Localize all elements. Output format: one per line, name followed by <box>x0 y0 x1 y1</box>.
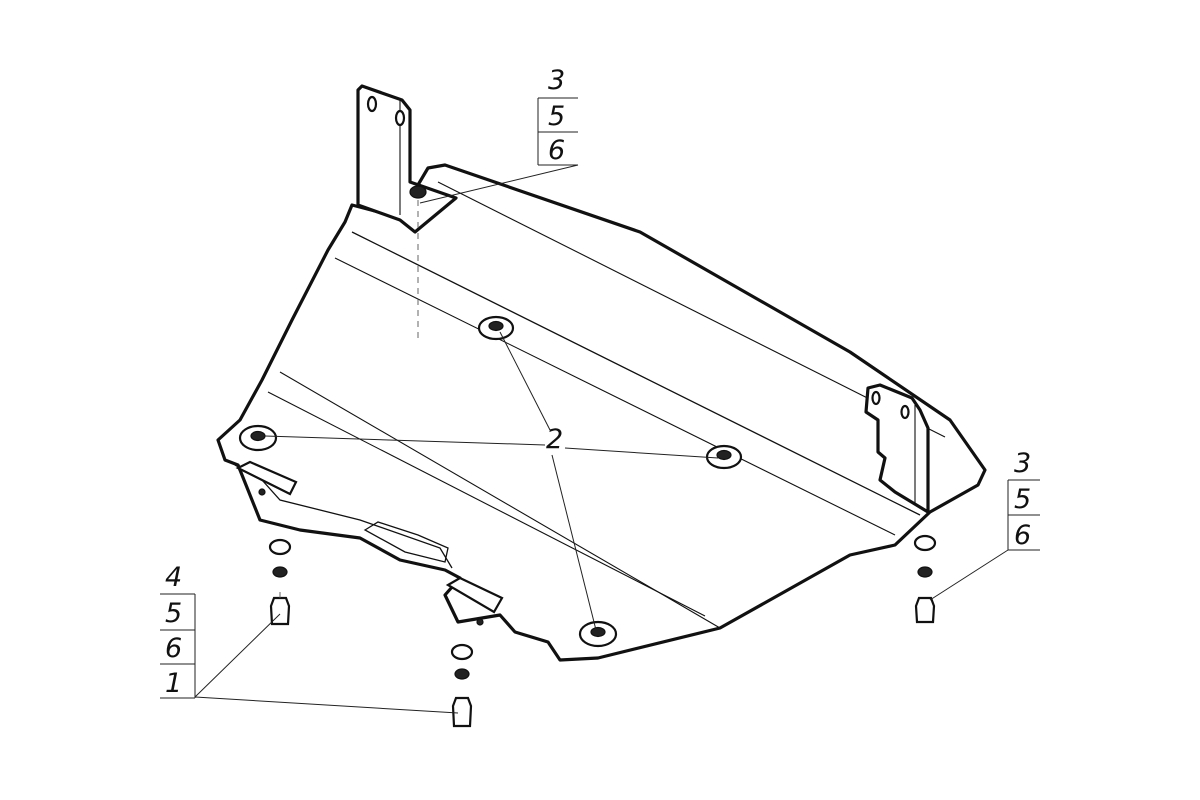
top-left-bracket-plate <box>356 84 458 234</box>
bend-line-3 <box>437 181 946 438</box>
left-hardware-stack <box>268 538 292 626</box>
callout-left: 4 5 6 1 <box>160 562 196 699</box>
grommet-right <box>705 444 743 470</box>
right-bracket <box>864 383 930 514</box>
grommet-left <box>238 424 278 452</box>
callout-left-2: 5 <box>165 598 182 629</box>
washer-center <box>450 643 474 661</box>
bend-line-1 <box>351 231 921 516</box>
callout-top-2: 5 <box>548 101 565 132</box>
right-bracket-hole-2 <box>900 404 910 420</box>
bend-line-5 <box>267 391 706 617</box>
leader-2-right <box>564 447 719 459</box>
grommet-upper-center <box>477 315 515 341</box>
grommet-bottom <box>578 620 618 648</box>
bend-line-4 <box>279 371 721 629</box>
right-bracket-plate <box>864 383 930 514</box>
bolt-left <box>269 596 291 626</box>
bend-line-2 <box>334 257 896 536</box>
leader-2-left <box>264 435 546 446</box>
leader-left-a <box>194 613 281 698</box>
leader-left-b <box>194 696 459 714</box>
bracket-hole-1 <box>366 95 378 113</box>
leader-2-up <box>499 331 551 431</box>
right-bracket-hole-1 <box>871 390 881 406</box>
callout-top-1: 3 <box>548 65 565 96</box>
callout-right-2: 5 <box>1014 484 1031 515</box>
callout-left-1: 4 <box>165 562 182 593</box>
front-flange-tabs <box>235 460 504 626</box>
flange-hole-left <box>258 488 266 496</box>
callout-right-3: 6 <box>1014 520 1031 551</box>
washer-right <box>913 534 937 552</box>
callout-center: 2 <box>546 424 563 455</box>
callout-left-3: 6 <box>165 633 182 664</box>
callout-left-4: 1 <box>165 668 182 699</box>
flange-tab-right <box>445 576 504 614</box>
bolt-center <box>451 696 473 728</box>
lock-washer-left <box>272 566 288 578</box>
bracket-hole-2 <box>394 109 406 127</box>
leader-right <box>929 549 1009 601</box>
lock-washer-center <box>454 668 470 680</box>
washer-left <box>268 538 292 556</box>
center-hardware-stack <box>450 643 474 728</box>
leader-2-down <box>551 454 597 631</box>
flange-tab-left <box>235 460 298 496</box>
grommets <box>238 315 743 648</box>
lock-washer-right <box>917 566 933 578</box>
callout-right-1: 3 <box>1014 448 1031 479</box>
bolt-right <box>914 596 936 624</box>
front-flange-slot <box>363 521 449 563</box>
callout-top: 3 5 6 <box>537 65 578 166</box>
top-left-bracket <box>356 84 458 340</box>
flange-hole-right <box>476 618 484 626</box>
leader-top <box>419 164 579 204</box>
right-hardware-stack <box>913 534 937 624</box>
callout-top-3: 6 <box>548 135 565 166</box>
callout-right: 3 5 6 <box>1007 448 1040 551</box>
bracket-bolt-hole <box>409 185 427 199</box>
leader-lines <box>194 164 1009 714</box>
